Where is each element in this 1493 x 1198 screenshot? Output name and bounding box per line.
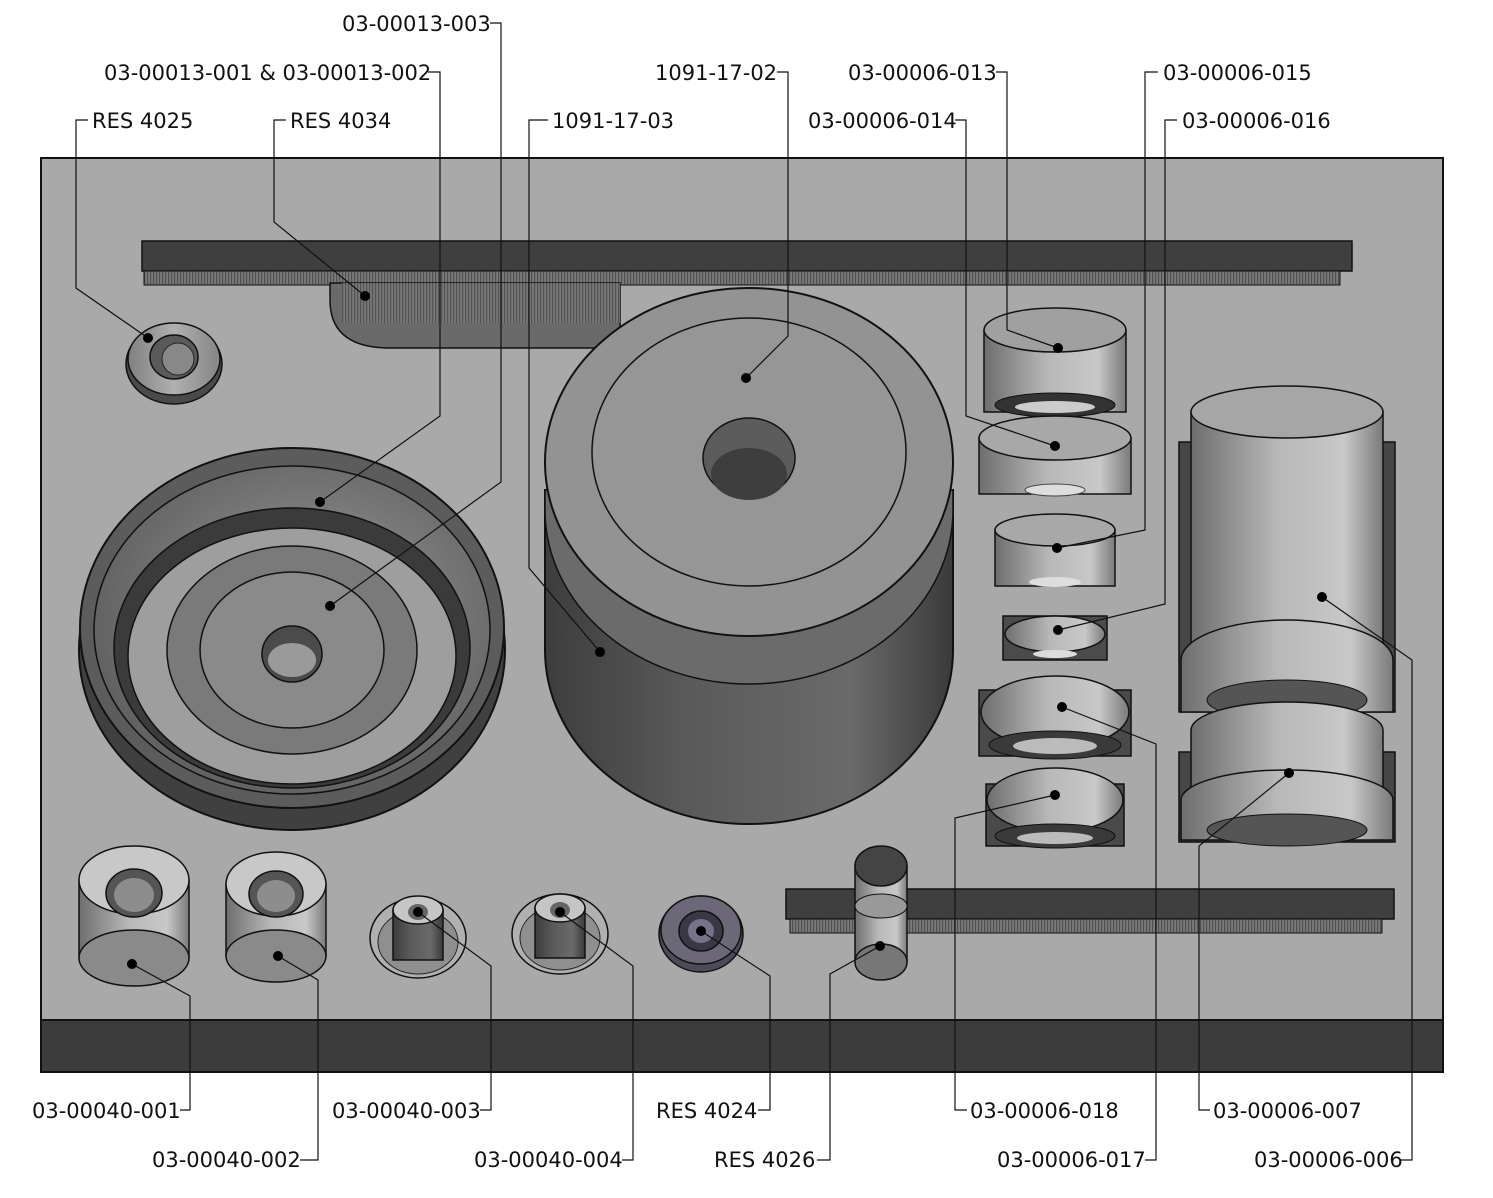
tray-front-face — [40, 1019, 1444, 1073]
leader-03-00006-015 — [1056, 71, 1158, 549]
leader-03-00006-018 — [954, 794, 1056, 1111]
label-res4024: RES 4024 — [656, 1099, 757, 1123]
leader-dot-03-00006-006 — [1317, 592, 1327, 602]
leader-dot-03-00006-016 — [1053, 625, 1063, 635]
leader-res4024 — [700, 930, 771, 1111]
part-ring-03-00006-013 — [983, 307, 1127, 418]
leader-03-00006-016 — [1057, 119, 1177, 631]
leader-03-00040-004 — [559, 911, 634, 1161]
leader-res4026 — [817, 945, 881, 1161]
leader-1091-17-03 — [528, 119, 601, 653]
leader-03-00006-017 — [1061, 706, 1157, 1161]
part-bowl-03-00013 — [78, 447, 506, 831]
part-cylinder-1091-17 — [544, 287, 954, 825]
label-03-00006-006: 03-00006-006 — [1254, 1148, 1403, 1172]
leader-lines — [75, 22, 1413, 1161]
leader-03-00006-007 — [1198, 772, 1290, 1111]
leader-03-00006-014 — [955, 119, 1056, 447]
leader-dot-res4024 — [696, 926, 706, 936]
leader-dot-1091-17-03 — [595, 647, 605, 657]
leader-dot-03-00006-007 — [1284, 768, 1294, 778]
leader-dot-03-00040-001 — [127, 959, 137, 969]
leader-03-00040-001 — [131, 963, 191, 1111]
leader-dot-03-00013-001 — [315, 497, 325, 507]
leader-dot-03-00040-004 — [555, 907, 565, 917]
leader-03-00013-003 — [329, 22, 502, 607]
leader-res4034 — [273, 119, 366, 297]
leader-dot-res4025 — [143, 333, 153, 343]
leader-dot-03-00006-015 — [1052, 543, 1062, 553]
leader-03-00040-003 — [417, 911, 492, 1111]
part-res4025 — [125, 322, 223, 405]
label-03-00006-018: 03-00006-018 — [970, 1099, 1119, 1123]
part-ring-03-00006-016 — [1002, 615, 1108, 661]
label-03-00040-004: 03-00040-004 — [474, 1148, 623, 1172]
label-res4026: RES 4026 — [714, 1148, 815, 1172]
part-res4026 — [854, 845, 908, 981]
label-03-00040-001: 03-00040-001 — [32, 1099, 181, 1123]
leader-1091-17-02 — [745, 71, 789, 379]
part-cylinder-03-00006-007 — [1178, 701, 1396, 847]
leader-03-00013-001 — [319, 71, 441, 503]
part-03-00040-004 — [511, 893, 609, 975]
label-res4034: RES 4034 — [290, 109, 391, 133]
leader-03-00006-006 — [1321, 596, 1413, 1161]
part-ring-03-00006-014 — [978, 415, 1132, 497]
label-03-00040-003: 03-00040-003 — [332, 1099, 481, 1123]
label-03-00006-013: 03-00006-013 — [848, 61, 997, 85]
part-03-00040-002 — [225, 851, 327, 983]
label-03-00006-014: 03-00006-014 — [808, 109, 957, 133]
leader-dot-03-00040-002 — [273, 951, 283, 961]
part-03-00040-001 — [78, 845, 190, 987]
leader-03-00040-002 — [277, 955, 319, 1161]
label-res4025: RES 4025 — [92, 109, 193, 133]
leader-dot-03-00040-003 — [413, 907, 423, 917]
top-slot — [141, 240, 1353, 349]
label-03-00006-017: 03-00006-017 — [997, 1148, 1146, 1172]
part-ring-03-00006-017 — [978, 675, 1132, 760]
leader-03-00006-013 — [996, 71, 1059, 349]
leader-dot-1091-17-02 — [741, 373, 751, 383]
leader-dot-res4034 — [360, 291, 370, 301]
leader-dot-03-00006-013 — [1053, 343, 1063, 353]
callout-labels: RES 4025 RES 4034 03-00013-001 & 03-0001… — [32, 12, 1403, 1172]
part-03-00040-003 — [369, 895, 467, 979]
label-1091-17-03: 1091-17-03 — [552, 109, 674, 133]
label-03-00013-003: 03-00013-003 — [342, 12, 491, 36]
leader-dot-03-00006-018 — [1050, 790, 1060, 800]
label-03-00006-015: 03-00006-015 — [1163, 61, 1312, 85]
label-03-00013-001-002: 03-00013-001 & 03-00013-002 — [104, 61, 431, 85]
label-1091-17-02: 1091-17-02 — [655, 61, 777, 85]
leader-dot-03-00013-003 — [325, 601, 335, 611]
leader-dot-res4026 — [875, 941, 885, 951]
part-ring-03-00006-015 — [994, 513, 1116, 587]
leader-res4025 — [75, 119, 149, 339]
label-03-00006-007: 03-00006-007 — [1213, 1099, 1362, 1123]
label-03-00040-002: 03-00040-002 — [152, 1148, 301, 1172]
leader-dot-03-00006-014 — [1050, 441, 1060, 451]
part-ring-03-00006-018 — [985, 767, 1125, 849]
part-cylinder-03-00006-006 — [1178, 385, 1396, 721]
label-03-00006-016: 03-00006-016 — [1182, 109, 1331, 133]
leader-dot-03-00006-017 — [1057, 702, 1067, 712]
